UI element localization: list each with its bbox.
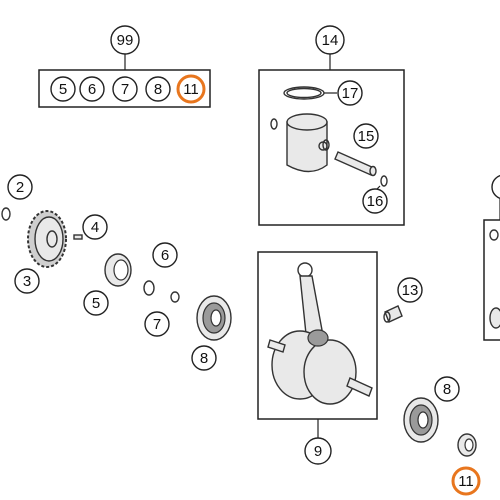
piston-group: 14 17 15 16 xyxy=(258,25,405,226)
callout-3[interactable]: 3 xyxy=(23,273,31,290)
callout-15[interactable]: 15 xyxy=(358,128,375,145)
callout-5[interactable]: 5 xyxy=(92,295,100,312)
shaft-seal-bore xyxy=(113,259,129,281)
washer-2 xyxy=(1,207,11,221)
connecting-rod xyxy=(299,275,323,335)
callout-16-circle xyxy=(362,188,388,214)
kit-callout-7[interactable]: 7 xyxy=(121,81,129,98)
main-bearing-left-bore xyxy=(210,309,222,327)
needle-bushing-end xyxy=(383,311,391,323)
shaft-seal-right-bore xyxy=(464,438,474,452)
bushing-group: 13 xyxy=(383,277,423,323)
callout-11-highlight-circle xyxy=(451,466,481,496)
piston-ring-inner xyxy=(286,87,322,99)
partial-callout-circle xyxy=(491,174,500,200)
callout-4-circle xyxy=(82,214,108,240)
piston-crown xyxy=(286,113,328,131)
primary-gear xyxy=(34,216,64,262)
crank-web-right xyxy=(303,339,357,405)
callout-9-circle xyxy=(304,437,332,465)
callout-99-circle xyxy=(110,25,140,55)
callout-7-circle xyxy=(144,311,170,337)
piston-frame xyxy=(258,69,405,226)
callout-5-circle xyxy=(83,290,109,316)
kit-callout-8[interactable]: 8 xyxy=(154,81,162,98)
partial-part-top xyxy=(489,229,499,241)
kit-99-frame xyxy=(38,69,211,108)
callout-99[interactable]: 99 xyxy=(117,32,134,49)
right-partial-group xyxy=(483,174,500,341)
callout-13[interactable]: 13 xyxy=(402,282,419,299)
kit-callout-7-circle xyxy=(112,76,138,102)
callout-6-circle xyxy=(152,242,178,268)
kit-callout-6-circle xyxy=(79,76,105,102)
callout-8-left[interactable]: 8 xyxy=(200,350,208,367)
piston-body xyxy=(286,121,328,173)
callout-16[interactable]: 16 xyxy=(367,193,384,210)
callout-17-circle xyxy=(337,80,363,106)
callout-8-right-circle xyxy=(434,376,460,402)
kit-callout-11-highlight-circle xyxy=(176,74,206,104)
circlip-left xyxy=(270,118,278,130)
circlip-16 xyxy=(380,175,388,187)
shim-washer xyxy=(143,280,155,296)
callout-9[interactable]: 9 xyxy=(314,443,322,460)
conrod-small-end xyxy=(297,262,313,278)
kit-99-group: 99 5 6 7 8 11 xyxy=(38,25,211,108)
crankshaft-group: 9 xyxy=(257,251,378,465)
kit-callout-8-circle xyxy=(145,76,171,102)
kit-callout-5-circle xyxy=(50,76,76,102)
needle-bushing xyxy=(384,305,403,323)
callout-13-circle xyxy=(397,277,423,303)
crankshaft-left-stub xyxy=(267,339,286,353)
piston-pin xyxy=(334,151,375,176)
callout-11-bottom[interactable]: 11 xyxy=(458,473,474,490)
callout-7[interactable]: 7 xyxy=(153,316,161,333)
callout-8-right[interactable]: 8 xyxy=(443,381,451,398)
spacer-ring xyxy=(170,291,180,303)
kit-callout-5[interactable]: 5 xyxy=(59,81,67,98)
callout-3-circle xyxy=(14,268,40,294)
callout-14[interactable]: 14 xyxy=(322,32,339,49)
partial-part-bottom xyxy=(489,307,500,329)
callout-17[interactable]: 17 xyxy=(342,85,359,102)
main-bearing-right-bore xyxy=(417,411,429,429)
piston-pin-end xyxy=(369,165,377,177)
left-drive-group: 2 3 4 5 6 7 8 xyxy=(1,174,232,371)
callout-4[interactable]: 4 xyxy=(91,219,99,236)
kit-callout-6[interactable]: 6 xyxy=(88,81,96,98)
callout-15-circle xyxy=(353,123,379,149)
crankshaft-right-stub xyxy=(346,377,373,397)
primary-gear-bore xyxy=(46,230,58,248)
callout-2-circle xyxy=(7,174,33,200)
callout-2[interactable]: 2 xyxy=(16,179,24,196)
conrod-big-end xyxy=(307,329,329,347)
kit-callout-11[interactable]: 11 xyxy=(183,81,199,98)
circlip-right xyxy=(322,139,330,151)
woodruff-key xyxy=(73,234,83,240)
callout-8-left-circle xyxy=(191,345,217,371)
callout-6[interactable]: 6 xyxy=(161,247,169,264)
partial-frame xyxy=(483,219,500,341)
right-bearing-group: 8 11 xyxy=(403,376,481,496)
